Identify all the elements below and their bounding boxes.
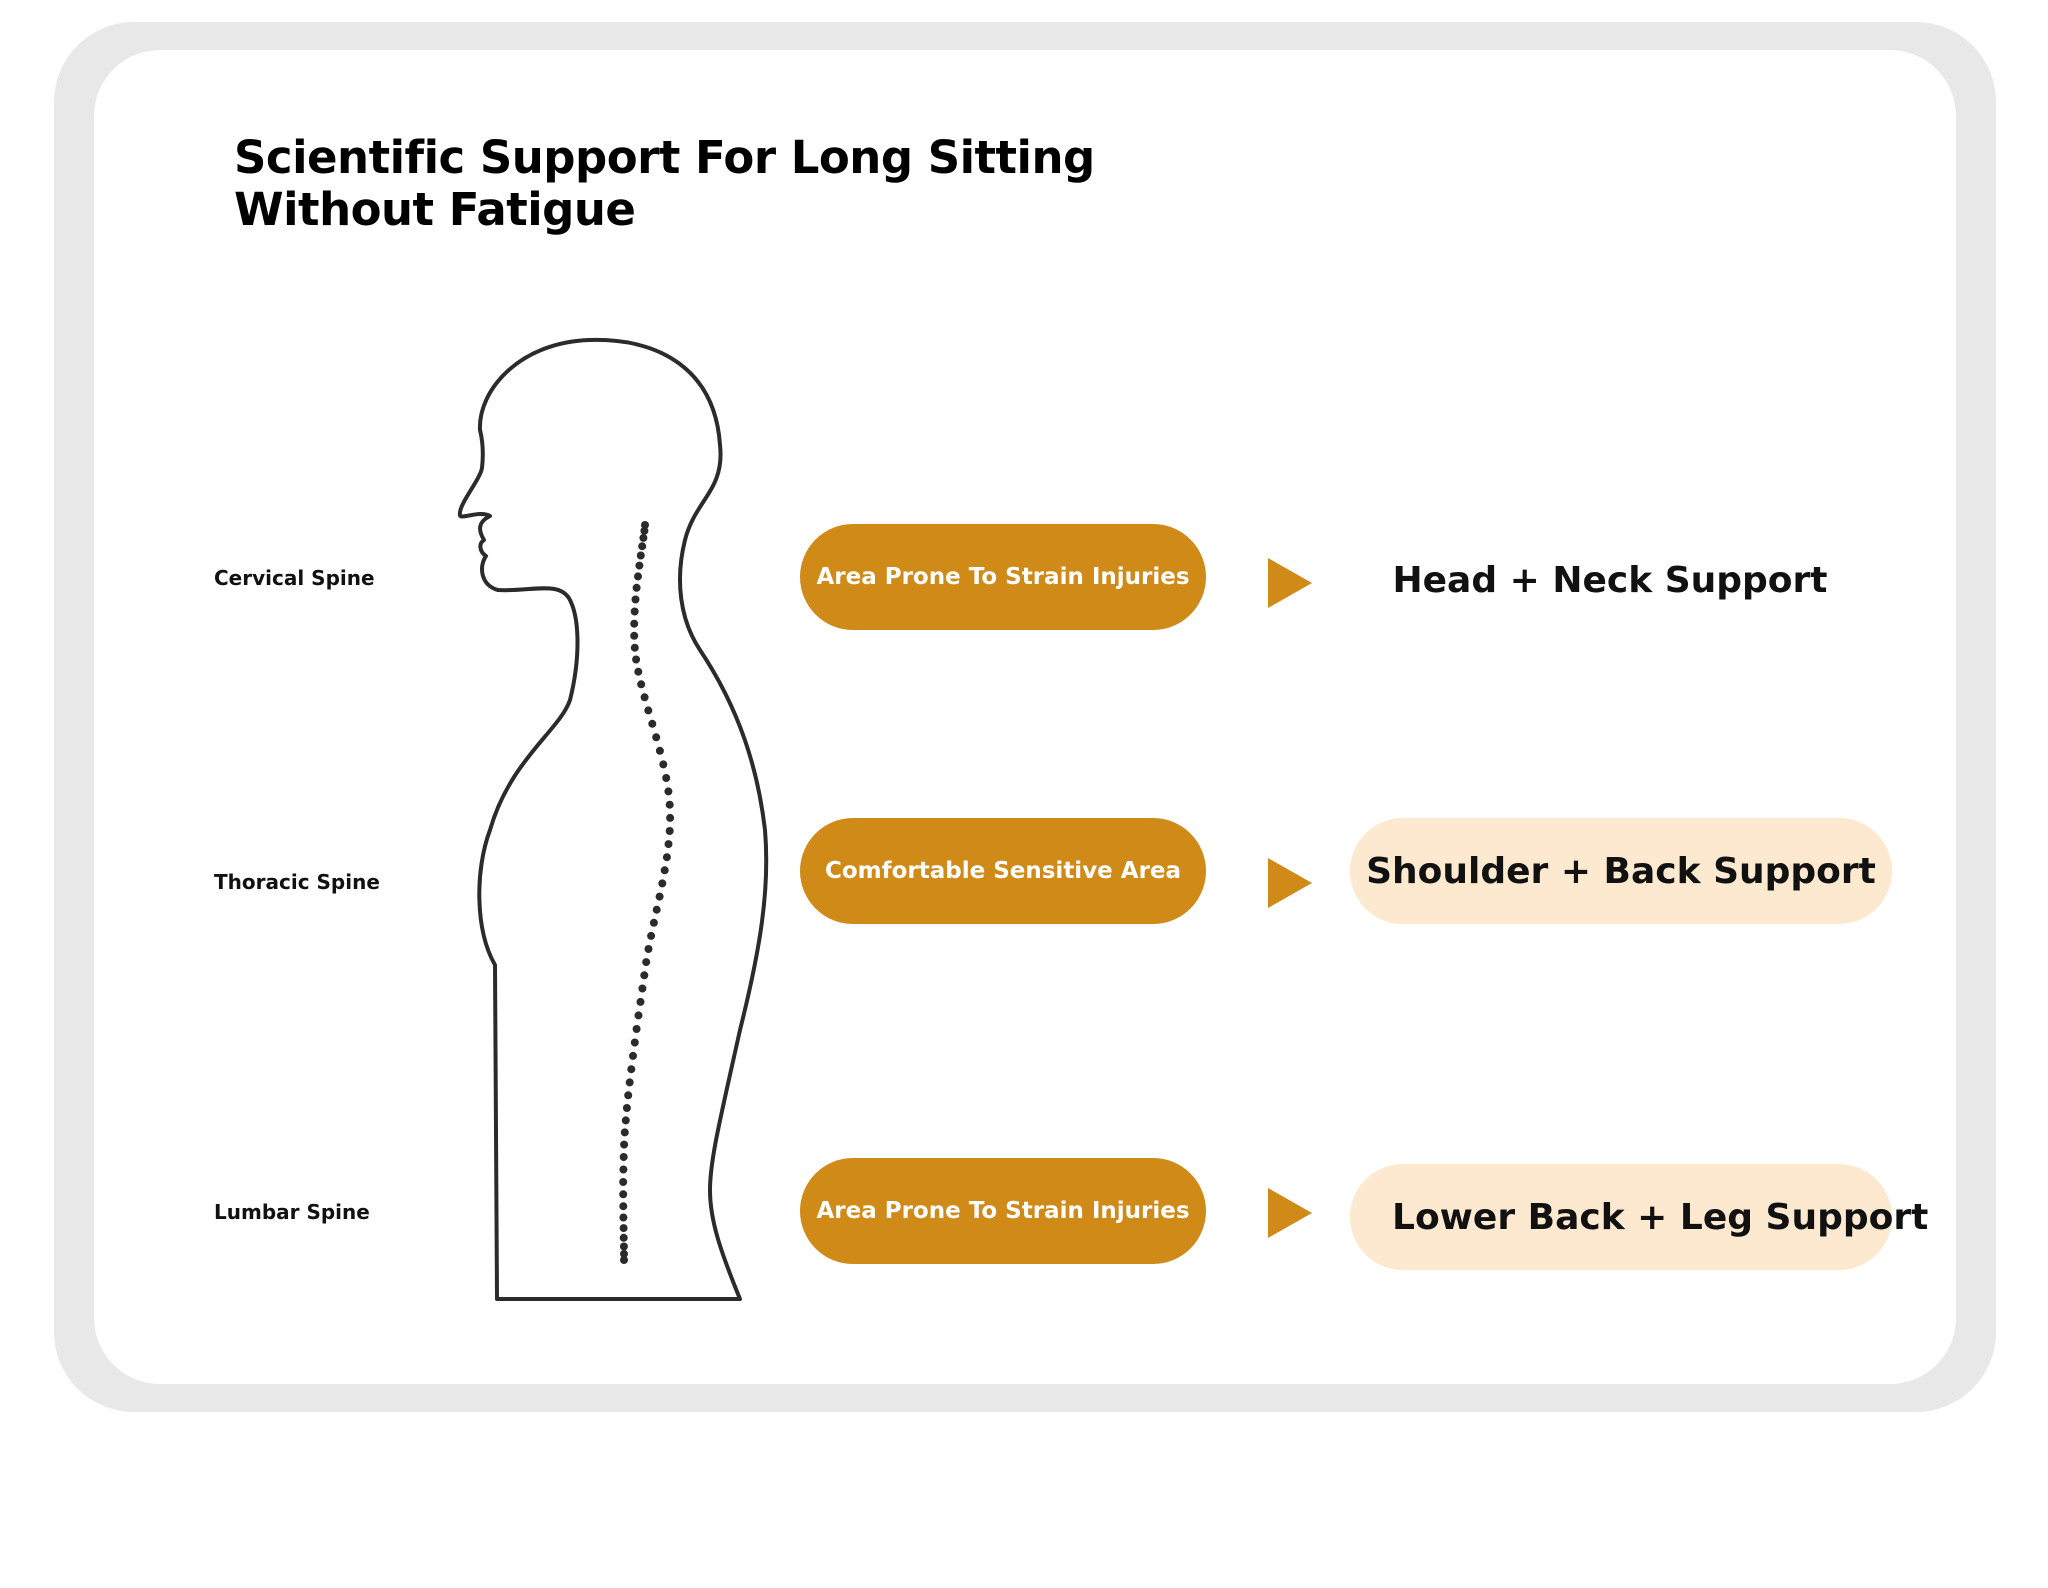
spine-dot bbox=[634, 572, 642, 581]
spine-dot bbox=[652, 733, 661, 742]
spine-dot bbox=[621, 1116, 630, 1125]
spine-dot bbox=[665, 827, 674, 835]
title-line-1: Scientific Support For Long Sitting bbox=[234, 131, 1095, 184]
human-profile-figure bbox=[457, 337, 769, 1301]
spine-dot bbox=[634, 667, 643, 676]
spine-dot bbox=[625, 1078, 634, 1087]
spine-dot bbox=[619, 1190, 628, 1199]
spine-dot bbox=[655, 892, 664, 901]
spine-dot bbox=[660, 866, 669, 875]
spine-dot bbox=[659, 760, 668, 769]
spine-dot bbox=[662, 774, 671, 782]
spine-dot bbox=[664, 787, 673, 796]
spine-dot bbox=[630, 1038, 639, 1047]
spine-dot bbox=[665, 800, 674, 809]
thoracic-spine-label: Thoracic Spine bbox=[214, 870, 380, 894]
cervical-spine-label: Cervical Spine bbox=[214, 566, 375, 590]
spine-dot bbox=[627, 1065, 636, 1074]
spine-dot bbox=[644, 706, 653, 715]
body-outline bbox=[457, 337, 769, 1301]
spine-dot bbox=[620, 1128, 629, 1137]
spine-dot bbox=[666, 813, 675, 822]
spine-dot bbox=[638, 542, 647, 551]
area-pill-middle: Comfortable Sensitive Area bbox=[800, 818, 1206, 924]
spine-dot bbox=[644, 945, 653, 953]
arrow-right-icon bbox=[1268, 1188, 1312, 1238]
spine-dot bbox=[649, 918, 658, 927]
spine-dot bbox=[619, 1178, 628, 1186]
spine-dot bbox=[630, 619, 639, 628]
spine-dot bbox=[639, 533, 648, 542]
arrow-right-icon bbox=[1268, 558, 1312, 608]
spine-dot bbox=[620, 1249, 628, 1258]
spine-dot bbox=[640, 526, 649, 535]
spine-dot bbox=[630, 607, 639, 616]
spine-dot bbox=[629, 1051, 637, 1060]
spine-dot bbox=[620, 1140, 629, 1149]
spine-dot bbox=[642, 958, 651, 967]
arrow-right-icon bbox=[1268, 858, 1312, 908]
spine-dot bbox=[630, 643, 639, 652]
spine-dots bbox=[619, 521, 675, 1264]
area-pill-bottom: Area Prone To Strain Injuries bbox=[800, 1158, 1206, 1264]
spine-dot bbox=[619, 1233, 628, 1242]
support-head-neck: Head + Neck Support bbox=[1392, 559, 1828, 601]
spine-dot bbox=[634, 1011, 643, 1020]
spine-dot bbox=[664, 840, 673, 849]
page-title: Scientific Support For Long Sitting With… bbox=[234, 132, 1134, 236]
spine-dot bbox=[640, 971, 649, 980]
spine-dot bbox=[647, 931, 656, 940]
spine-dot bbox=[641, 521, 649, 529]
spine-dot bbox=[632, 655, 641, 664]
title-line-2: Without Fatigue bbox=[234, 183, 636, 236]
spine-dot bbox=[619, 1224, 628, 1233]
spine-dot bbox=[652, 905, 661, 914]
spine-dot bbox=[620, 1256, 628, 1264]
support-lower-back-leg: Lower Back + Leg Support bbox=[1350, 1164, 1928, 1270]
spine-dot bbox=[619, 1202, 628, 1211]
spine-dot bbox=[619, 1153, 628, 1161]
spine-dot bbox=[631, 595, 640, 604]
spine-dot bbox=[632, 1025, 641, 1033]
area-pill-top: Area Prone To Strain Injuries bbox=[800, 524, 1206, 630]
lumbar-spine-label: Lumbar Spine bbox=[214, 1200, 370, 1224]
spine-dot bbox=[640, 693, 649, 702]
spine-dot bbox=[658, 879, 667, 888]
spine-dot bbox=[636, 551, 645, 560]
spine-dot bbox=[655, 746, 664, 755]
spine-dot bbox=[637, 680, 646, 689]
spine-dot bbox=[624, 1091, 633, 1100]
spine-dot bbox=[630, 631, 639, 640]
spine-dot bbox=[619, 1242, 628, 1251]
support-shoulder-back: Shoulder + Back Support bbox=[1350, 818, 1892, 924]
spine-dot bbox=[638, 984, 647, 993]
spine-dot bbox=[648, 719, 657, 728]
spine-dot bbox=[619, 1213, 628, 1222]
spine-dot bbox=[636, 997, 645, 1006]
spine-dot bbox=[622, 1104, 631, 1112]
spine-dot bbox=[662, 853, 671, 862]
spine-dot bbox=[619, 1165, 628, 1174]
spine-dot bbox=[632, 583, 641, 592]
spine-dot bbox=[635, 561, 644, 570]
